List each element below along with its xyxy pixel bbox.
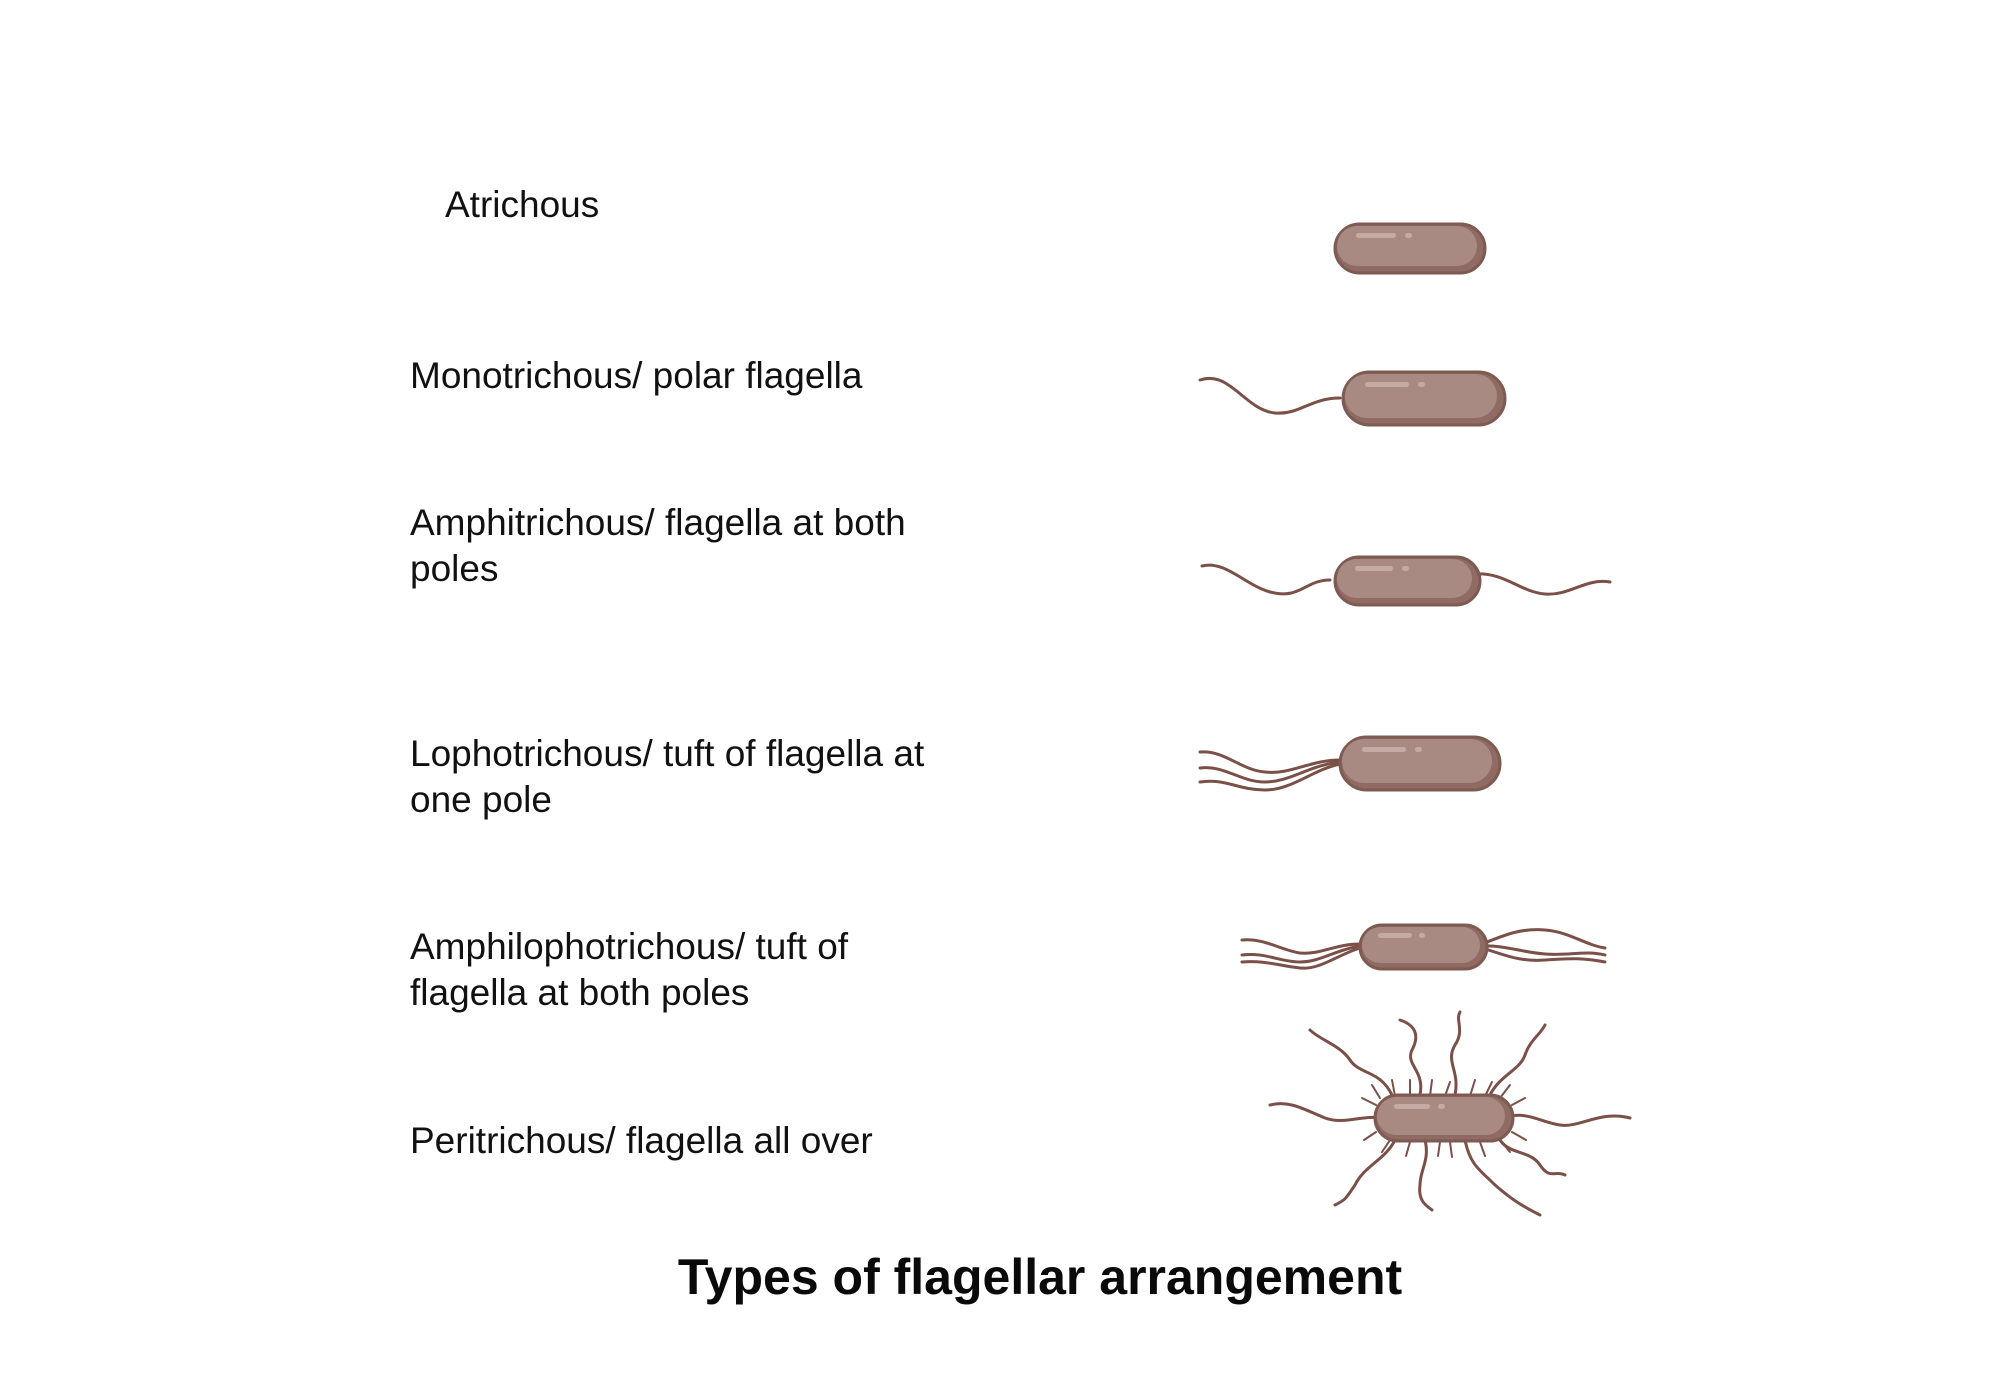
peritrichous-flagella (1268, 1010, 1632, 1217)
amphitrichous-flagellum-left (1200, 563, 1332, 596)
amphilophotrichous-tuft-right (1480, 928, 1607, 964)
cell-amphilophotrichous (1358, 923, 1489, 971)
label-amphilophotrichous: Amphilophotrichous/ tuft of flagella at … (410, 926, 849, 1013)
label-monotrichous: Monotrichous/ polar flagella (410, 355, 863, 396)
cell-amphitrichous (1333, 555, 1482, 607)
label-peritrichous: Peritrichous/ flagella all over (410, 1120, 873, 1161)
peritrichous-pili (1361, 1079, 1527, 1158)
cell-lophotrichous (1338, 735, 1502, 792)
lophotrichous-tuft (1198, 750, 1342, 792)
cell-peritrichous (1373, 1093, 1515, 1143)
amphitrichous-flagellum-right (1473, 572, 1612, 596)
label-lophotrichous: Lophotrichous/ tuft of flagella at one p… (410, 733, 925, 820)
cell-atrichous (1333, 222, 1487, 275)
monotrichous-flagellum (1198, 376, 1342, 415)
label-amphitrichous: Amphitrichous/ flagella at both poles (410, 502, 906, 589)
figure-title: Types of flagellar arrangement (677, 1249, 1403, 1305)
amphilophotrichous-tuft-left (1240, 938, 1362, 970)
cell-monotrichous (1341, 370, 1507, 427)
label-atrichous: Atrichous (445, 184, 600, 225)
